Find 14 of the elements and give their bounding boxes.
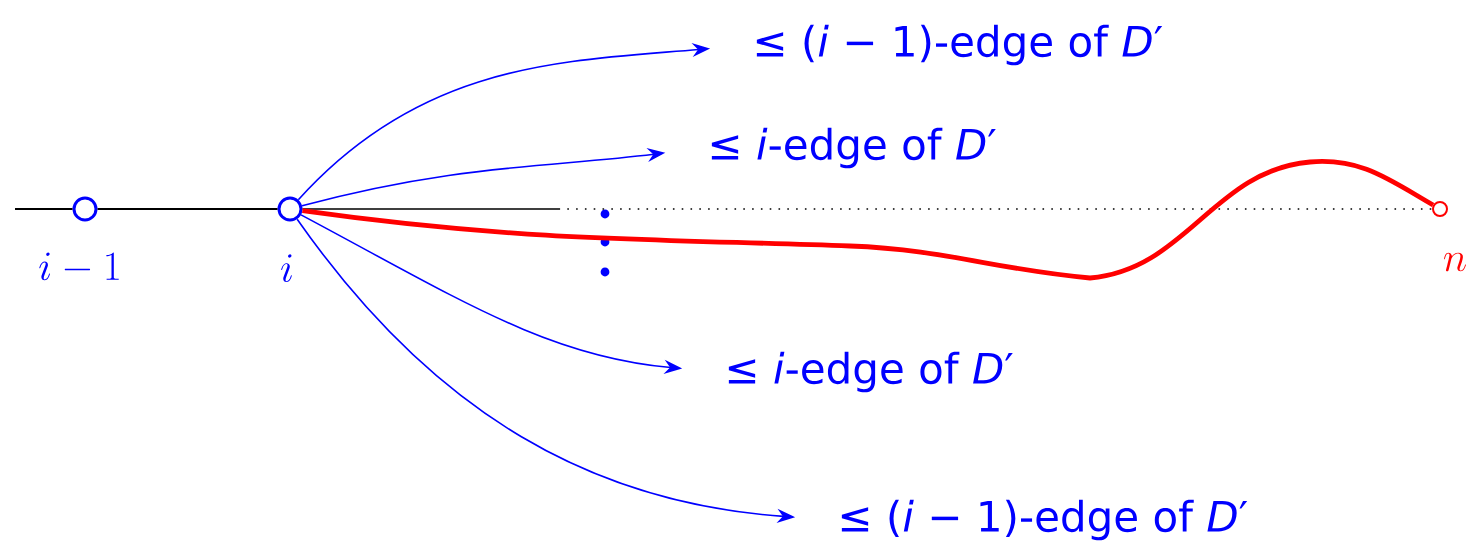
edge-label: ≤ (i − 1)-edge of D′	[756, 24, 1163, 66]
edge-label: ≤ i-edge of D′	[728, 351, 1013, 393]
edge-label: ≤ (i − 1)-edge of D′	[841, 499, 1248, 541]
vertex-circle	[277, 196, 303, 222]
edge-label: ≤ i-edge of D′	[711, 127, 996, 169]
vertex-label: $i$	[281, 254, 292, 282]
vertex-circle	[1432, 201, 1448, 217]
vertex-label: $i-1$	[39, 252, 119, 281]
line	[96, 208, 279, 210]
vertex-circle	[72, 196, 98, 222]
line	[14, 208, 74, 210]
line	[301, 208, 1433, 210]
vertex-label: $n$	[1444, 252, 1466, 272]
curve	[302, 159, 1435, 281]
